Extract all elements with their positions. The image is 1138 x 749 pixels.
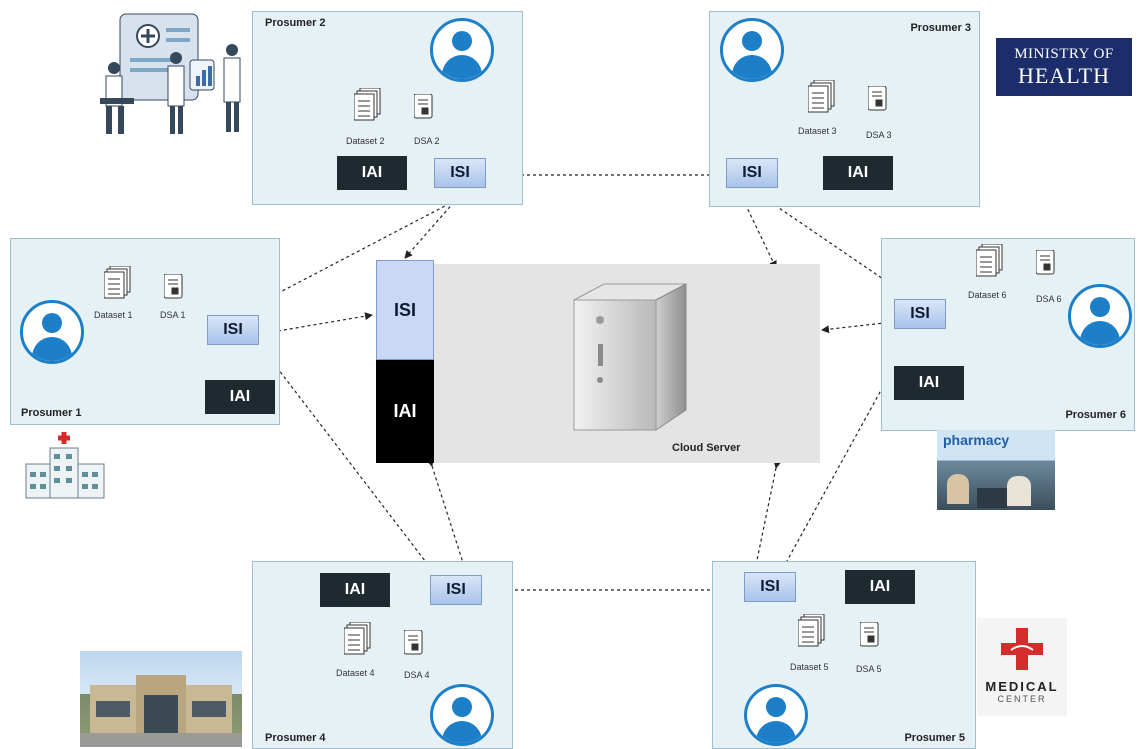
prosumer-title: Prosumer 3 [910,22,971,34]
server-icon [573,283,687,431]
isi-box: ISI [430,575,482,605]
ministry-logo-line2: HEALTH [1018,63,1110,88]
peer-link [254,340,433,571]
hospital-icon [20,428,110,500]
iai-box: IAI [894,366,964,400]
cloud-iai-box: IAI [376,360,434,463]
medical-logo-line2: CENTER [997,694,1047,704]
medical-center-logo: MEDICAL CENTER [977,618,1067,716]
dsa-icon [1036,250,1055,275]
cloud-link [752,460,782,571]
user-icon [430,18,494,82]
user-icon [430,684,494,746]
dsa-icon [164,274,183,299]
pharmacy-photo: pharmacy [937,430,1055,510]
isi-box: ISI [726,158,778,188]
cloud-link [426,458,468,573]
isi-box: ISI [434,158,486,188]
dsa-icon [404,630,423,655]
prosumer-title: Prosumer 6 [1065,409,1126,421]
cloud-server-label: Cloud Server [672,442,741,454]
dsa-label: DSA 1 [160,310,186,320]
dataset-label: Dataset 5 [790,662,829,672]
dsa-label: DSA 3 [866,130,892,140]
isi-box: ISI [744,572,796,602]
medical-building-photo [80,651,242,747]
dataset-label: Dataset 3 [798,126,837,136]
medical-cross-icon [1001,628,1043,670]
iai-box: IAI [205,380,275,414]
medical-logo-line1: MEDICAL [985,679,1059,694]
user-icon [744,684,808,746]
user-icon [1068,284,1132,348]
ministry-of-health-logo: MINISTRY OF HEALTH [996,38,1132,96]
iai-box: IAI [337,156,407,190]
dsa-label: DSA 5 [856,664,882,674]
prosumer-title: Prosumer 5 [904,732,965,744]
dsa-label: DSA 4 [404,670,430,680]
prosumer-title: Prosumer 4 [265,732,326,744]
dsa-icon [860,622,879,647]
prosumer-title: Prosumer 2 [265,17,326,29]
prosumer-title: Prosumer 1 [21,407,82,419]
dataset-icon [976,244,1003,277]
iai-box: IAI [320,573,390,607]
dataset-icon [354,88,381,121]
user-icon [20,300,84,364]
iai-box: IAI [845,570,915,604]
ministry-logo-line1: MINISTRY OF [1014,46,1114,62]
dataset-label: Dataset 4 [336,668,375,678]
pharmacy-sign: pharmacy [943,432,1010,448]
dataset-icon [344,622,371,655]
dsa-icon [868,86,887,111]
cloud-link [264,312,373,338]
iai-box: IAI [823,156,893,190]
isi-box: ISI [207,315,259,345]
dataset-icon [808,80,835,113]
dataset-label: Dataset 1 [94,310,133,320]
dsa-label: DSA 6 [1036,294,1062,304]
dataset-label: Dataset 2 [346,136,385,146]
user-icon [720,18,784,82]
dataset-icon [104,266,131,299]
doctors-illustration [100,13,241,134]
dsa-icon [414,94,433,119]
isi-box: ISI [894,299,946,329]
dataset-label: Dataset 6 [968,290,1007,300]
cloud-isi-box: ISI [376,260,434,360]
dataset-icon [798,614,825,647]
dsa-label: DSA 2 [414,136,440,146]
